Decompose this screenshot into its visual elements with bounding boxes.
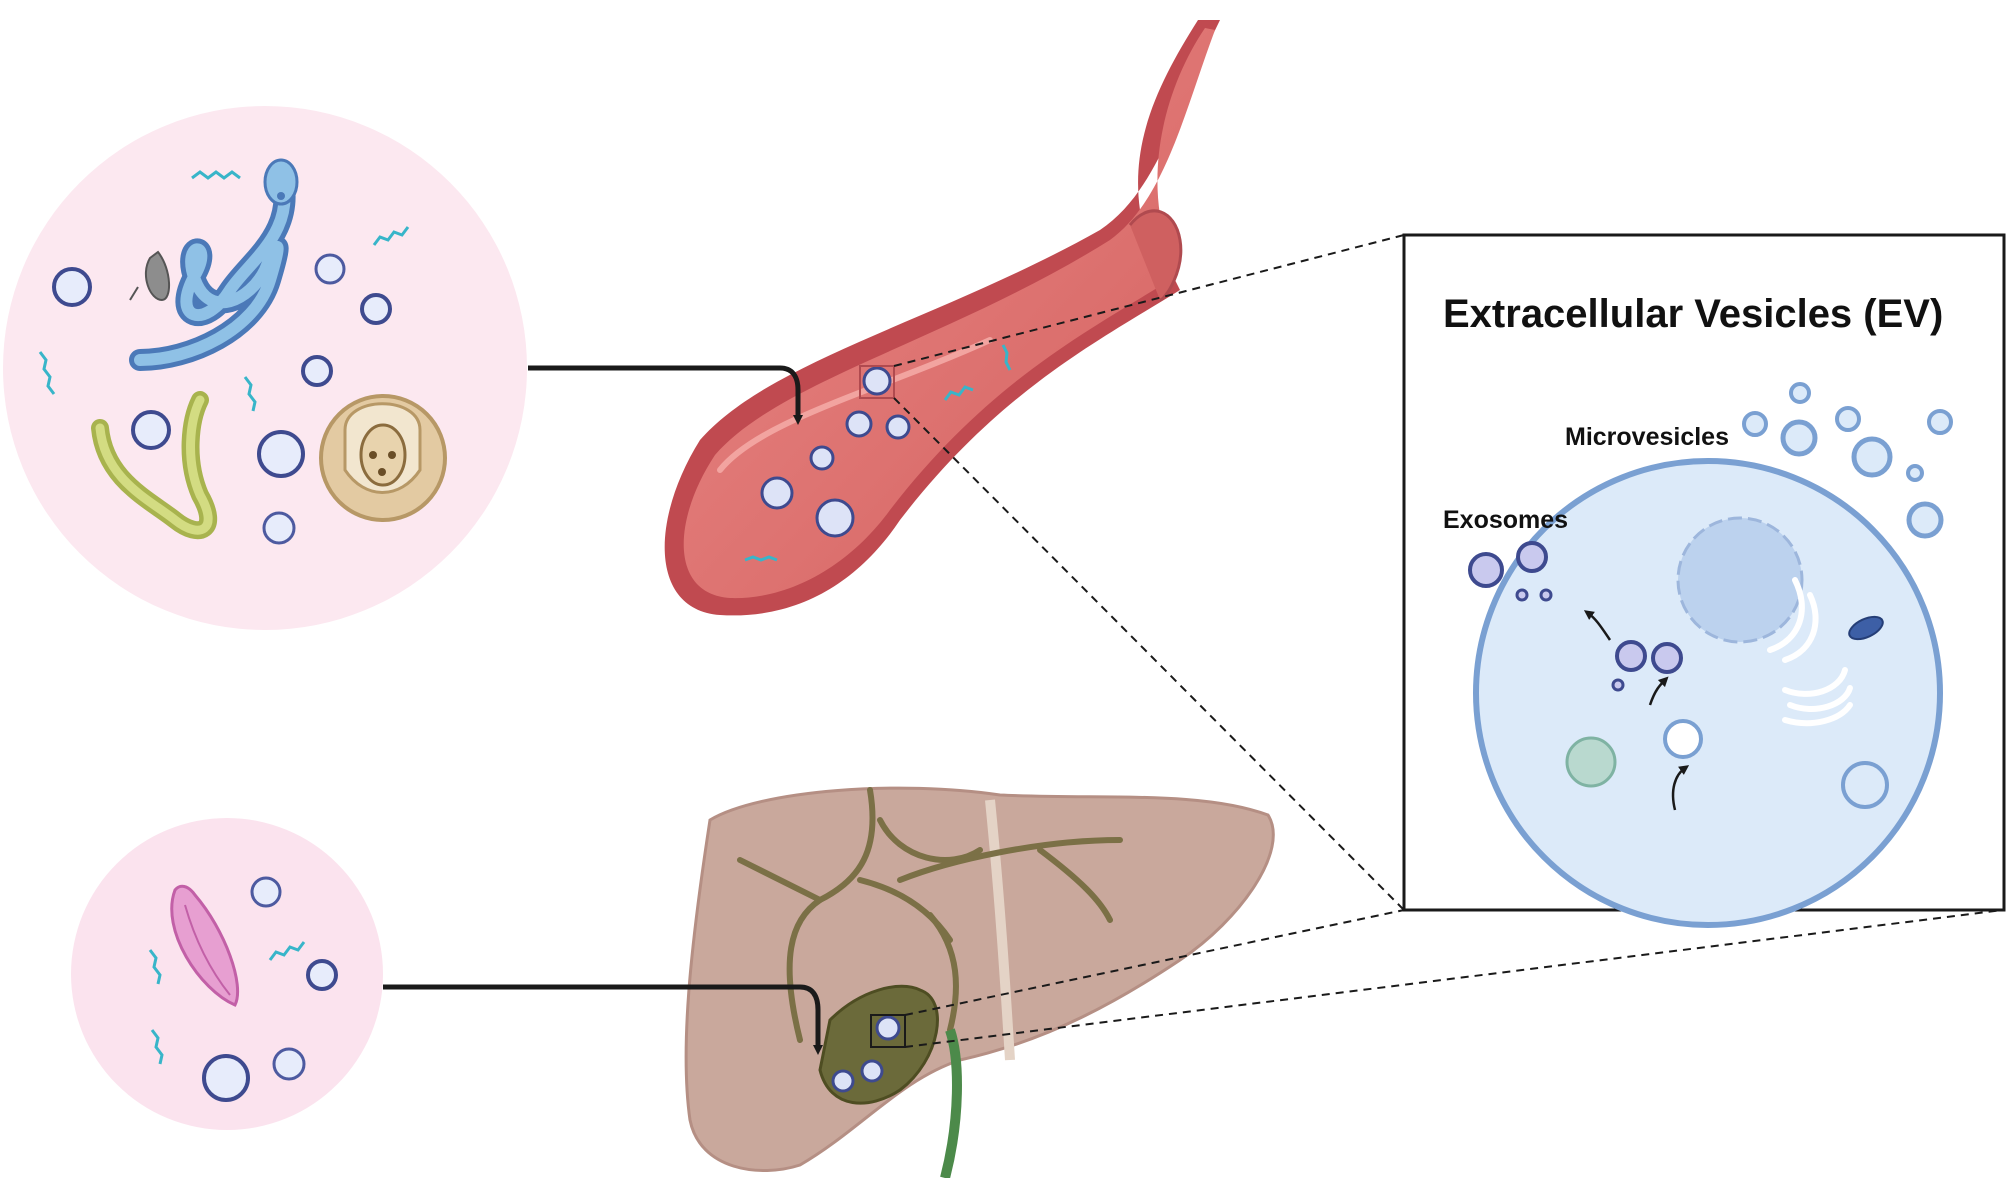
multivesicular-body-icon: [1565, 736, 1617, 788]
mitochondrion-icon: [1848, 615, 1884, 641]
zoom-lines: [893, 234, 2004, 1048]
vesicle-icon: [202, 876, 338, 1102]
parasite-pool-bile: [71, 818, 383, 1130]
vesicle-icon: [831, 1015, 901, 1093]
exosomes-label: Exosomes: [1443, 506, 1568, 534]
microvesicle-budding: [1780, 419, 1944, 539]
roundworm-icon: [91, 391, 218, 540]
golgi-icon: [1767, 577, 1853, 727]
nematode-icon: [129, 158, 299, 371]
panel-title: Extracellular Vesicles (EV): [1443, 292, 1943, 336]
rna-icon: [148, 941, 306, 1065]
blood-vessel: [664, 20, 1220, 616]
process-arrows: [1583, 610, 1690, 811]
liver: [684, 786, 1275, 1178]
vesicle-icon: [52, 253, 392, 545]
arrow-blood-to-vessel: [528, 365, 803, 425]
rna-icon: [744, 344, 1012, 562]
vesicle-icon: [760, 366, 911, 538]
bile-duct: [737, 787, 1123, 1043]
microvesicles-label: Microvesicles: [1565, 423, 1729, 451]
protozoan-icon: [129, 250, 170, 302]
zoom-box-liver: [870, 1014, 906, 1048]
zoom-box-vessel: [859, 365, 895, 399]
liver-fluke-icon: [170, 884, 240, 1007]
ev-panel: Extracellular Vesicles (EV): [1402, 233, 2006, 928]
parasite-pool-blood: [3, 106, 527, 630]
cyst-icon: [319, 394, 447, 522]
vesicle-icon: [1742, 382, 1953, 482]
cell: [1468, 382, 1953, 928]
nucleus-icon: [1676, 516, 1804, 644]
rna-icon: [38, 170, 410, 412]
arrow-bile-to-liver: [383, 984, 823, 1055]
vesicle-icon: [1468, 541, 1889, 809]
